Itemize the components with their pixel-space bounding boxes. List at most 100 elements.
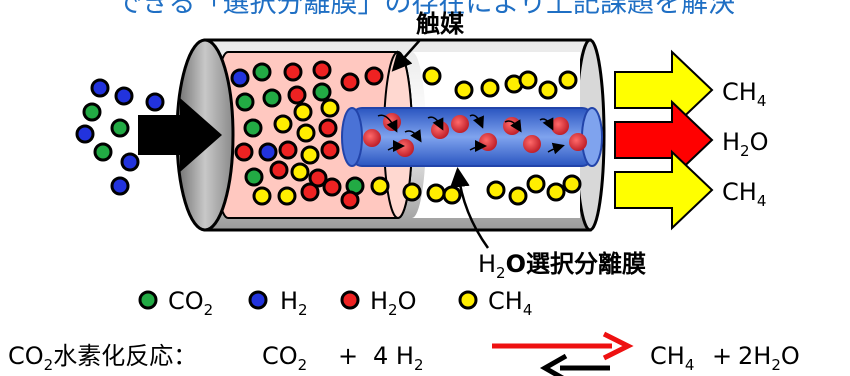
co2-molecule (235, 92, 255, 112)
ch4-molecule (562, 174, 582, 194)
ch4-molecule (508, 186, 528, 206)
ch4-molecule (296, 123, 316, 143)
inlet-molecules (75, 78, 165, 196)
co2-molecule (262, 88, 282, 108)
ch4-molecule (273, 114, 293, 134)
h2-molecule (120, 152, 140, 172)
ch4-molecule (402, 182, 422, 202)
h2-molecule (258, 142, 278, 162)
product-ch4: CH4 (650, 342, 694, 374)
permeation-arrow (469, 140, 487, 153)
output-arrow-ch4-top (614, 49, 714, 131)
h2o-molecule (551, 117, 569, 135)
ch4-molecule (300, 145, 320, 165)
catalyst-molecules (230, 60, 390, 210)
reaction-equation: CO2水素化反応： CO2 + 4 H2 CH4 + 2H2O (8, 331, 800, 376)
permeation-arrow (427, 116, 444, 131)
ch4-molecule (252, 186, 272, 206)
ch4-molecule (422, 66, 442, 86)
h2-molecule (110, 176, 130, 196)
h2o-molecule (322, 177, 342, 197)
permeation-arrow (539, 117, 554, 131)
permeation-arrow (377, 114, 398, 133)
h2o-molecule (569, 133, 587, 151)
ch4-molecule (290, 162, 310, 182)
h2o-molecule (278, 140, 298, 160)
h2o-molecule (300, 182, 320, 202)
output-arrow-h2o (614, 99, 714, 181)
h2-molecule (90, 78, 110, 98)
plus-sign-left: + (338, 342, 358, 370)
plus-sign-right: + (712, 342, 732, 370)
ch4-molecule (370, 176, 390, 196)
ch4-molecule (518, 70, 538, 90)
reactant-co2: CO2 (262, 342, 307, 374)
h2o-molecule (363, 129, 381, 147)
h2o-molecule (503, 117, 521, 135)
reaction-name: CO2水素化反応： (8, 342, 197, 374)
catalyst-label: 触媒 (416, 10, 465, 38)
output-label-ch4-top: CH4 (722, 78, 766, 110)
output-arrow-ch4-bottom (614, 149, 714, 231)
ch4-molecule (480, 78, 500, 98)
h2o-molecule (312, 60, 332, 80)
permeation-arrow (387, 140, 405, 153)
ch4-molecule (526, 174, 546, 194)
h2-molecule (75, 124, 95, 144)
svg-text:CH4: CH4 (488, 287, 532, 319)
h2o-molecule (234, 142, 254, 162)
co2-molecule (244, 167, 264, 187)
membrane-callout: H2O選択分離膜 (449, 167, 646, 282)
ch4-molecule (293, 102, 313, 122)
header-text: できる「選択分離膜」の存在により上記課題を解決 (115, 0, 735, 19)
h2o-molecule (340, 190, 360, 210)
permeation-arrow (504, 119, 522, 133)
svg-text:CO2: CO2 (168, 287, 213, 319)
h2o-molecule (308, 168, 328, 188)
output-label-ch4-bottom: CH4 (722, 178, 766, 210)
output-labels: CH4 H2O CH4 (722, 78, 768, 210)
output-arrows (614, 49, 714, 231)
product-h2o: 2H2O (738, 342, 800, 374)
ch4-molecule (320, 98, 340, 118)
catalyst-callout: 触媒 (391, 10, 465, 72)
svg-text:H2O: H2O (370, 287, 416, 319)
ch4-molecule (538, 80, 558, 100)
h2o-molecule (479, 133, 497, 151)
h2o-molecule (287, 85, 307, 105)
ch4-molecule (558, 70, 578, 90)
co2-molecule (93, 142, 113, 162)
legend: CO2 H2 H2O CH4 (138, 287, 532, 319)
forward-arrow (492, 331, 634, 361)
ch4-molecule (442, 185, 462, 205)
co2-molecule (82, 102, 102, 122)
legend-item-h2: H2 (248, 287, 308, 319)
co2-molecule (252, 62, 272, 82)
h2o-molecule (364, 66, 384, 86)
h2o-molecule (318, 118, 338, 138)
legend-item-ch4: CH4 (458, 287, 532, 319)
h2o-molecule (340, 72, 360, 92)
h2o-molecule (269, 160, 289, 180)
permeation-arrow (404, 129, 422, 143)
h2-molecule (114, 86, 134, 106)
h2o-molecule (320, 140, 340, 160)
product-molecules (402, 66, 582, 206)
legend-item-h2o: H2O (340, 287, 416, 319)
co2-molecule (243, 118, 263, 138)
h2-molecule (145, 92, 165, 112)
h2o-molecule (451, 115, 469, 133)
ch4-molecule (426, 183, 446, 203)
co2-molecule (312, 82, 332, 102)
inlet-arrow (138, 98, 222, 172)
legend-item-co2: CO2 (138, 287, 213, 319)
permeation-arrow (469, 114, 484, 129)
h2o-molecule (283, 62, 303, 82)
h2o-molecule (523, 135, 541, 153)
permeation-arrows (377, 114, 565, 155)
co2-molecule (110, 118, 130, 138)
reactant-h2: 4 H2 (373, 342, 424, 374)
h2o-molecule (396, 139, 414, 157)
h2-molecule (230, 68, 250, 88)
